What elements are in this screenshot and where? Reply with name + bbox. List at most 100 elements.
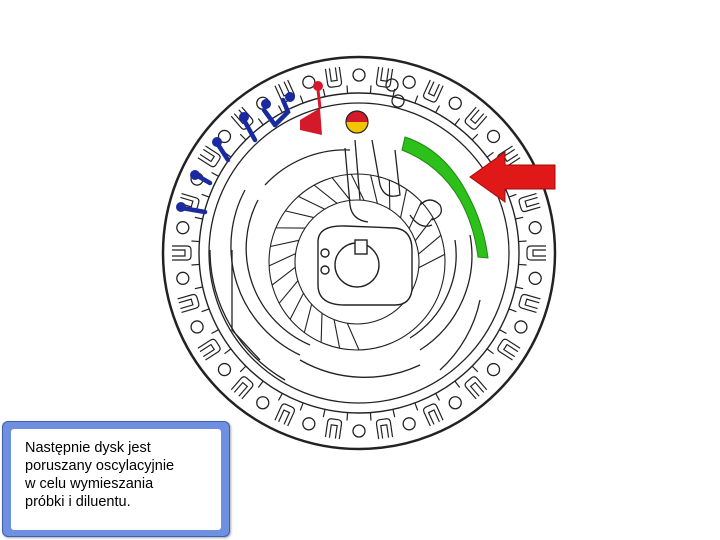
cuvette-well bbox=[402, 417, 416, 431]
cuvette-chamber bbox=[518, 293, 541, 313]
cuvette-connector bbox=[194, 286, 203, 290]
cuvette-chamber bbox=[526, 245, 546, 261]
cuvette-well bbox=[352, 424, 366, 438]
spiral-spoke bbox=[370, 174, 378, 204]
cuvette-chamber bbox=[197, 338, 221, 361]
cuvette-well bbox=[528, 221, 542, 235]
cuvette-connector bbox=[515, 216, 524, 220]
green-diluent-channel bbox=[401, 136, 489, 259]
spiral-spoke bbox=[414, 217, 434, 242]
spiral-spoke bbox=[278, 280, 299, 304]
cuvette-well bbox=[256, 396, 270, 410]
cuvette-connector bbox=[322, 409, 326, 418]
cuvette-connector bbox=[211, 329, 219, 335]
spiral-spoke bbox=[298, 195, 325, 210]
caption-box: Następnie dysk jest poruszany oscylacyjn… bbox=[2, 421, 230, 537]
spiral-spoke bbox=[408, 201, 422, 229]
spiral-spoke bbox=[271, 266, 296, 286]
cuvette-connector bbox=[277, 105, 283, 113]
cuvette-chamber bbox=[324, 418, 343, 440]
spiral-spoke bbox=[331, 177, 351, 201]
cuvette-chamber bbox=[324, 66, 343, 88]
spiral-spoke bbox=[303, 304, 313, 333]
cuvette-well bbox=[448, 96, 462, 110]
cuvette-connector bbox=[515, 286, 524, 290]
cuvette-connector bbox=[486, 151, 494, 158]
cuvette-connector bbox=[454, 118, 461, 126]
cuvette-chamber bbox=[464, 106, 488, 130]
cuvette-well bbox=[176, 271, 190, 285]
cuvette-chamber bbox=[274, 403, 296, 427]
cuvette-connector bbox=[346, 412, 349, 421]
red-diluent-channel bbox=[300, 81, 323, 135]
cuvette-connector bbox=[369, 412, 372, 421]
cuvette-connector bbox=[299, 95, 304, 104]
cuvette-well bbox=[217, 362, 232, 377]
blue-marker-dots bbox=[176, 92, 295, 212]
cuvette-connector bbox=[201, 193, 210, 198]
caption-inner: Następnie dysk jest poruszany oscylacyjn… bbox=[11, 429, 221, 530]
cuvette-connector bbox=[369, 85, 372, 94]
cuvette-well bbox=[528, 271, 542, 285]
spiral-spoke bbox=[333, 319, 341, 349]
disc-hub bbox=[317, 225, 413, 306]
cuvette-connector bbox=[322, 88, 326, 97]
cuvette-connector bbox=[486, 348, 494, 355]
cuvette-connector bbox=[224, 348, 232, 355]
cuvette-connector bbox=[518, 263, 527, 266]
caption-text: Następnie dysk jest poruszany oscylacyjn… bbox=[25, 440, 175, 510]
cuvette-chamber bbox=[230, 376, 254, 400]
cuvette-chamber bbox=[375, 66, 394, 88]
cuvette-connector bbox=[471, 365, 479, 373]
spiral-spoke bbox=[399, 189, 408, 218]
cuvette-well bbox=[486, 362, 501, 377]
cuvette-chamber bbox=[464, 376, 488, 400]
cuvette-connector bbox=[239, 133, 247, 141]
spiral-spoke bbox=[350, 173, 365, 201]
cuvette-chamber bbox=[497, 338, 521, 361]
cuvette-chamber bbox=[375, 418, 394, 440]
cuvette-chamber bbox=[197, 145, 221, 168]
cuvette-connector bbox=[414, 95, 419, 104]
cuvette-chamber bbox=[422, 79, 444, 103]
spiral-spoke bbox=[289, 293, 304, 320]
cuvette-well bbox=[190, 320, 204, 334]
cuvette-connector bbox=[508, 193, 517, 198]
cuvette-well bbox=[302, 417, 316, 431]
cuvette-connector bbox=[346, 85, 349, 94]
cuvette-connector bbox=[518, 240, 527, 243]
cuvette-connector bbox=[239, 365, 247, 373]
cuvette-connector bbox=[414, 402, 419, 411]
cuvette-well bbox=[176, 221, 190, 235]
cuvette-well bbox=[352, 68, 366, 82]
cuvette-connector bbox=[454, 380, 461, 388]
red-yellow-circle-icon bbox=[345, 110, 369, 134]
ring-channels bbox=[208, 102, 510, 404]
cuvette-connector bbox=[277, 393, 283, 401]
red-arrow-icon bbox=[469, 151, 556, 203]
cuvette-well bbox=[448, 396, 462, 410]
cuvette-chamber bbox=[422, 403, 444, 427]
cuvette-well bbox=[402, 75, 416, 89]
cuvette-connector bbox=[201, 308, 210, 313]
cuvette-chamber bbox=[518, 193, 541, 213]
cuvette-connector bbox=[191, 263, 200, 266]
cuvette-connector bbox=[191, 240, 200, 243]
cuvette-connector bbox=[194, 216, 203, 220]
spiral-spoke bbox=[313, 184, 338, 204]
spiral-rotor bbox=[268, 173, 446, 351]
mixing-chamber-outline bbox=[344, 78, 443, 227]
cuvette-connector bbox=[299, 402, 304, 411]
spiral-spoke bbox=[346, 323, 360, 351]
spiral-spoke bbox=[320, 313, 323, 343]
disc-inner-rim bbox=[198, 92, 520, 414]
cuvette-well bbox=[514, 320, 528, 334]
cuvette-well bbox=[217, 129, 232, 144]
cuvette-connector bbox=[499, 329, 507, 335]
spiral-spoke bbox=[270, 239, 300, 248]
cuvette-connector bbox=[257, 118, 264, 126]
cuvette-chamber bbox=[172, 245, 192, 261]
cuvette-connector bbox=[211, 171, 219, 177]
